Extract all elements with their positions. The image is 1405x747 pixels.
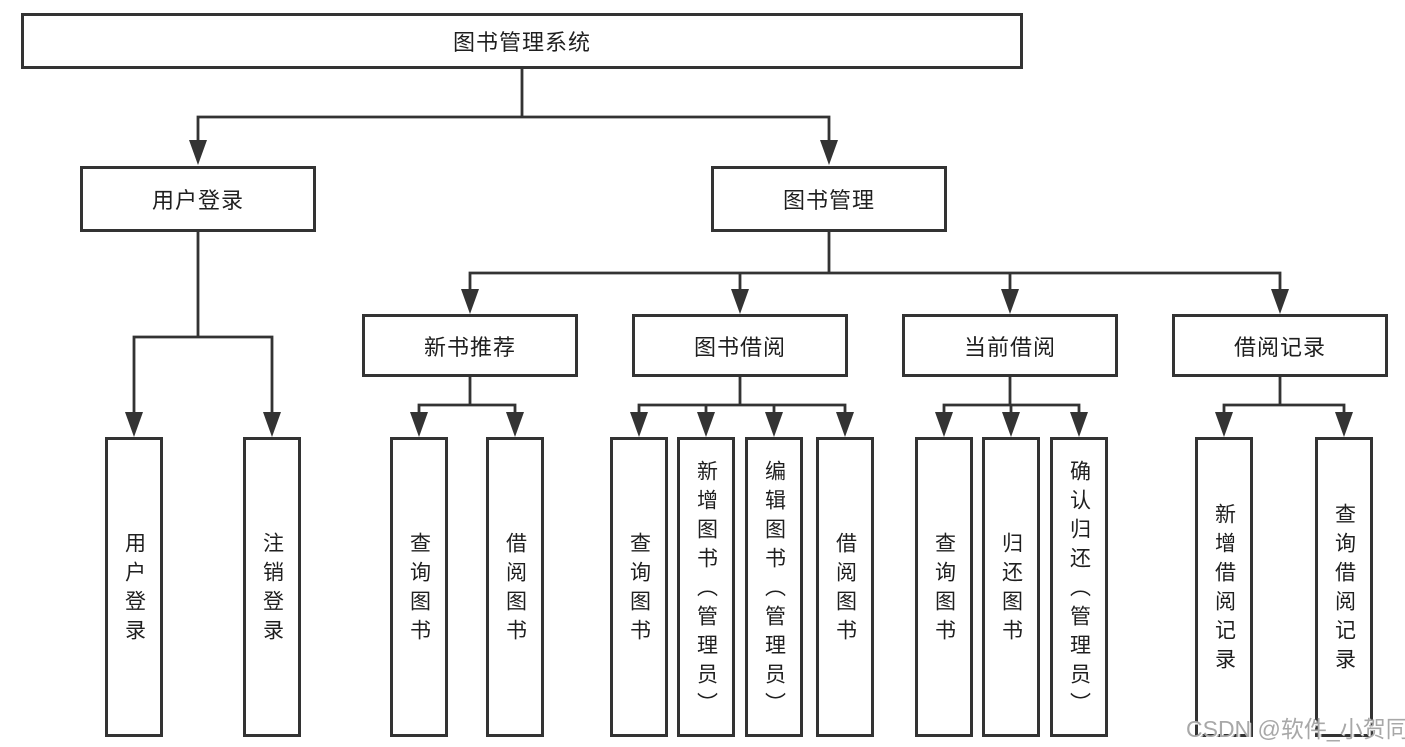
node-root: 图书管理系统	[21, 13, 1023, 69]
arrowheads	[125, 140, 1353, 437]
node-add-books-admin: 新增图书（管理员）	[677, 437, 735, 737]
node-query-books-borrow: 查询图书	[610, 437, 668, 737]
node-current-borrow: 当前借阅	[902, 314, 1118, 377]
node-book-borrow: 图书借阅	[632, 314, 848, 377]
node-book-management: 图书管理	[711, 166, 947, 232]
node-user-login-action: 用户登录	[105, 437, 163, 737]
node-logout-action: 注销登录	[243, 437, 301, 737]
node-edit-books-admin: 编辑图书（管理员）	[745, 437, 803, 737]
node-query-books-recommend: 查询图书	[390, 437, 448, 737]
node-borrow-records: 借阅记录	[1172, 314, 1388, 377]
node-query-borrow-record: 查询借阅记录	[1315, 437, 1373, 737]
node-return-books: 归还图书	[982, 437, 1040, 737]
csdn-watermark: CSDN @软件_小贺同学	[1186, 716, 1405, 742]
node-confirm-return-admin: 确认归还（管理员）	[1050, 437, 1108, 737]
node-new-book-recommend: 新书推荐	[362, 314, 578, 377]
node-borrow-books: 借阅图书	[816, 437, 874, 737]
node-user-login: 用户登录	[80, 166, 316, 232]
connector-paths	[132, 67, 1346, 418]
node-query-books-current: 查询图书	[915, 437, 973, 737]
node-add-borrow-record: 新增借阅记录	[1195, 437, 1253, 737]
node-borrow-books-recommend: 借阅图书	[486, 437, 544, 737]
